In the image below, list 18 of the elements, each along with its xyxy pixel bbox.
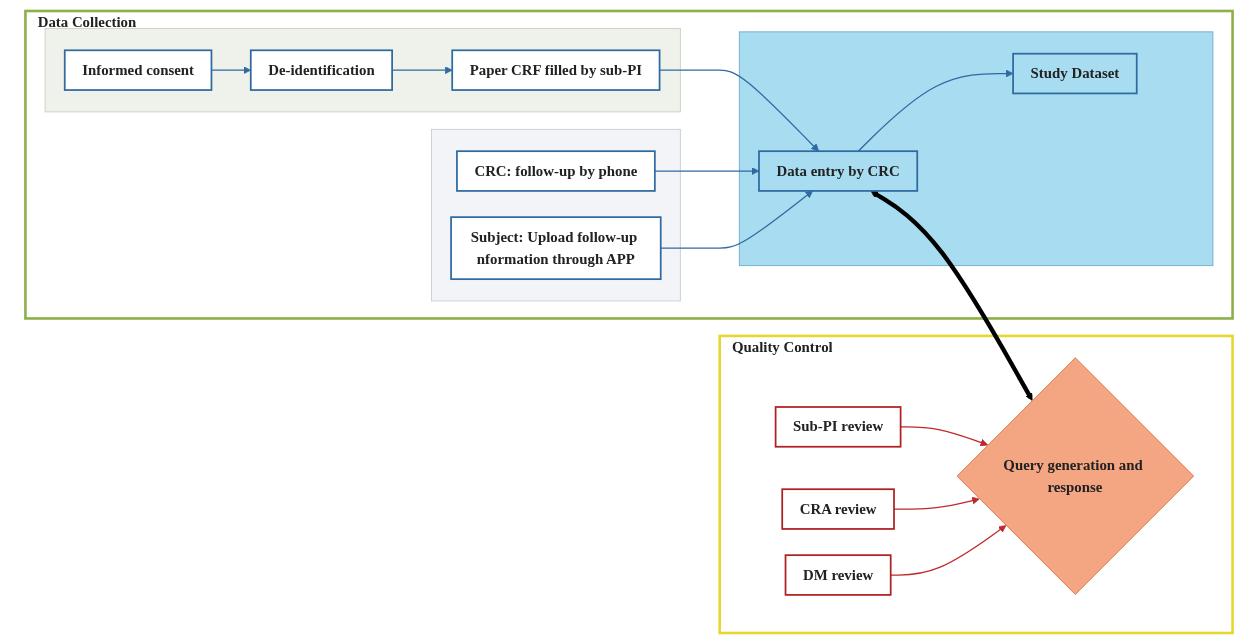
- node-box: De-identification: [249, 49, 393, 91]
- cluster: [431, 128, 681, 302]
- node-box: Sub-PI review: [774, 406, 902, 448]
- node-box: Study Dataset: [1012, 52, 1138, 95]
- arrow: [870, 190, 1033, 401]
- cluster: [738, 31, 1214, 267]
- arrow: [660, 190, 813, 249]
- node-diamond: Query generation and response: [956, 357, 1195, 595]
- node-box: DM review: [784, 554, 892, 596]
- node-box: CRC: follow-up by phone: [456, 150, 656, 192]
- arrow: [857, 69, 1014, 152]
- node-box: Data entry by CRC: [758, 150, 919, 192]
- arrow: [890, 525, 1007, 576]
- cluster: [44, 28, 681, 113]
- node-box: Paper CRF filled by sub-PI: [451, 49, 661, 91]
- node-box: Informed consent: [63, 49, 213, 91]
- node-box: CRA review: [781, 488, 895, 530]
- node-box: Subject: Upload follow-up nformation through APP: [450, 216, 662, 281]
